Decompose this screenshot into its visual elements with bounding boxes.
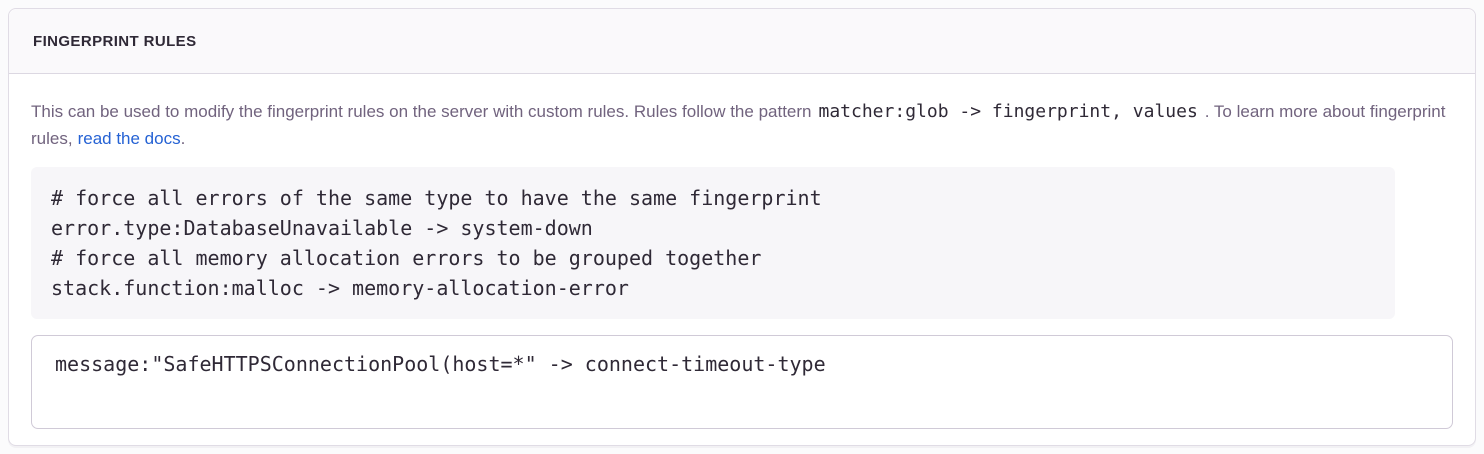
panel-body: This can be used to modify the fingerpri… [9,74,1475,445]
panel-header: FINGERPRINT RULES [9,9,1475,74]
pattern-inline-code: matcher:glob -> fingerprint, values [818,101,1198,122]
panel-title: FINGERPRINT RULES [33,32,197,50]
description: This can be used to modify the fingerpri… [31,98,1453,152]
fingerprint-rules-textarea[interactable]: message:"SafeHTTPSConnectionPool(host=*"… [31,335,1453,429]
description-text-after-code: . To learn more about fingerprint rules, [31,102,1446,148]
description-text-before-code: This can be used to modify the fingerpri… [31,102,812,121]
fingerprint-rules-panel: FINGERPRINT RULES This can be used to mo… [8,8,1476,446]
description-period: . [180,129,186,148]
example-rules-code-block: # force all errors of the same type to h… [31,167,1395,319]
read-the-docs-link[interactable]: read the docs [77,129,181,148]
